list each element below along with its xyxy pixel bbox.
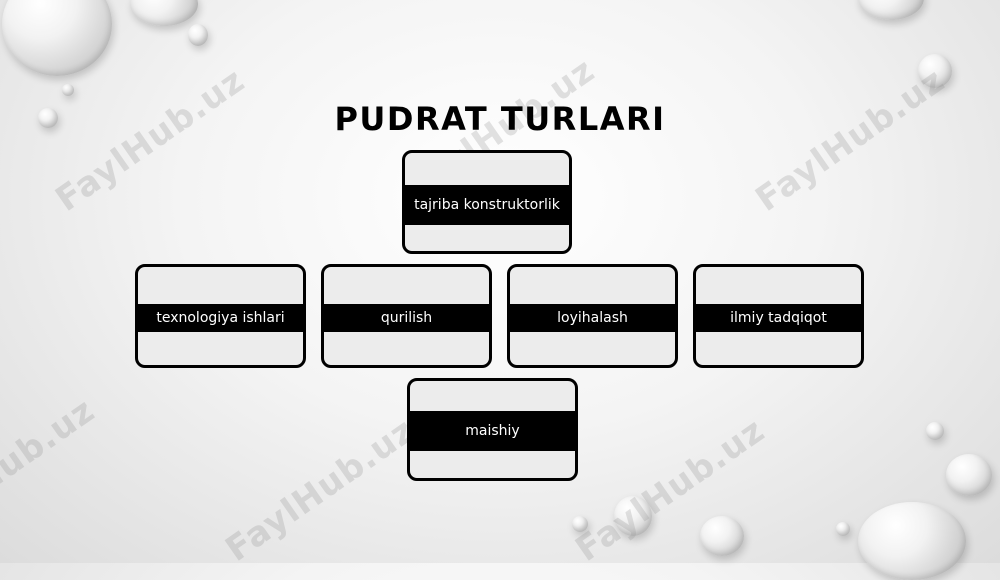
node-label: texnologiya ishlari [138,304,303,332]
watermark-text: FaylHub.uz [568,410,773,570]
watermark-text: FaylHub.uz [218,410,423,570]
water-drop-decoration [700,516,744,556]
water-drop-decoration [572,516,588,532]
water-drop-decoration [946,454,992,496]
water-drop-decoration [836,522,850,536]
diagram-node-middle: qurilish [321,264,492,368]
water-drop-decoration [2,0,112,76]
water-drop-decoration [614,496,652,536]
diagram-node-middle: ilmiy tadqiqot [693,264,864,368]
watermark-text: FaylHub.uz [0,390,103,550]
node-label: qurilish [324,304,489,332]
water-drop-decoration [926,422,944,440]
diagram-node-middle: loyihalash [507,264,678,368]
node-label: tajriba konstruktorlik [405,185,569,225]
diagram-node-top: tajriba konstruktorlik [402,150,572,254]
water-drop-decoration [858,0,924,20]
water-drop-decoration [188,24,208,46]
water-drop-decoration [38,108,58,128]
water-drop-decoration [62,84,74,96]
diagram-node-bottom: maishiy [407,378,578,481]
water-drop-decoration [858,502,966,580]
water-drop-decoration [130,0,198,26]
node-label: loyihalash [510,304,675,332]
diagram-node-middle: texnologiya ishlari [135,264,306,368]
water-drop-decoration [918,54,952,88]
node-label: maishiy [410,411,575,451]
node-label: ilmiy tadqiqot [696,304,861,332]
watermark-text: FaylHub.uz [748,60,953,220]
slide-title: PUDRAT TURLARI [334,100,666,138]
watermark-text: FaylHub.uz [48,60,253,220]
